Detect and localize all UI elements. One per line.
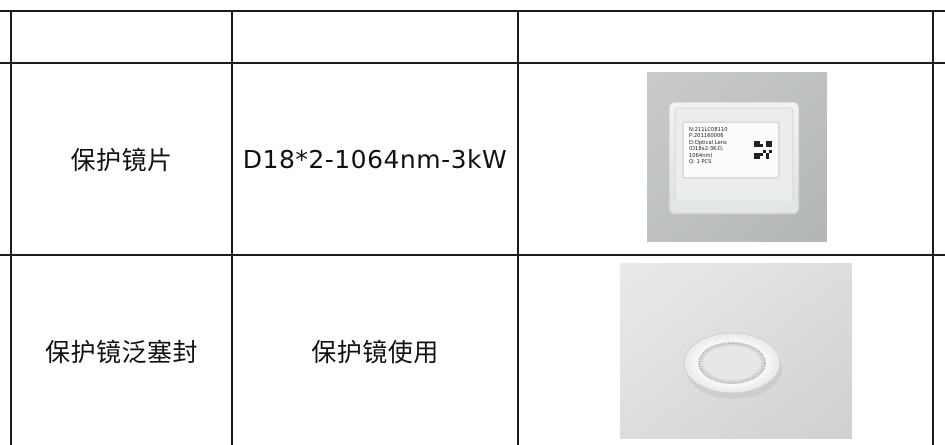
box-label: N:211LC08110 P:201160006 D:Optical Lens …: [683, 122, 779, 178]
header-cell-2: [233, 12, 517, 62]
table-divider-row2: [0, 254, 945, 256]
box-label-line-3: D:Optical Lens: [689, 139, 727, 146]
row1-spec: D18*2-1064nm-3kW: [242, 144, 508, 174]
table-col-divider-1: [231, 10, 233, 445]
seal-ring-photo: [620, 263, 852, 439]
table-border-right: [932, 10, 934, 445]
table-border-left: [10, 10, 12, 445]
box-label-line-5: 1064nm): [689, 152, 713, 159]
box-label-line-1: N:211LC08110: [689, 127, 728, 133]
qr-code-icon: [754, 141, 772, 159]
header-cell-1: [12, 12, 231, 62]
table-divider-row1: [0, 62, 945, 64]
box-label-line-4: (D18x2-3K-D,: [689, 146, 724, 153]
row2-spec: 保护镜使用: [311, 337, 439, 367]
row1-name: 保护镜片: [70, 146, 173, 175]
table-border-top: [0, 10, 945, 12]
box-label-line-2: P:201160006: [689, 133, 724, 140]
seal-ring-photo-graphic: [620, 263, 852, 439]
header-cell-3: [519, 12, 932, 62]
box-label-line-6: Q: 1 PCS: [689, 159, 712, 166]
row2-name: 保护镜泛塞封: [44, 337, 198, 367]
lens-box-photo: N:211LC08110 P:201160006 D:Optical Lens …: [647, 72, 827, 242]
table-col-divider-2: [517, 10, 519, 445]
